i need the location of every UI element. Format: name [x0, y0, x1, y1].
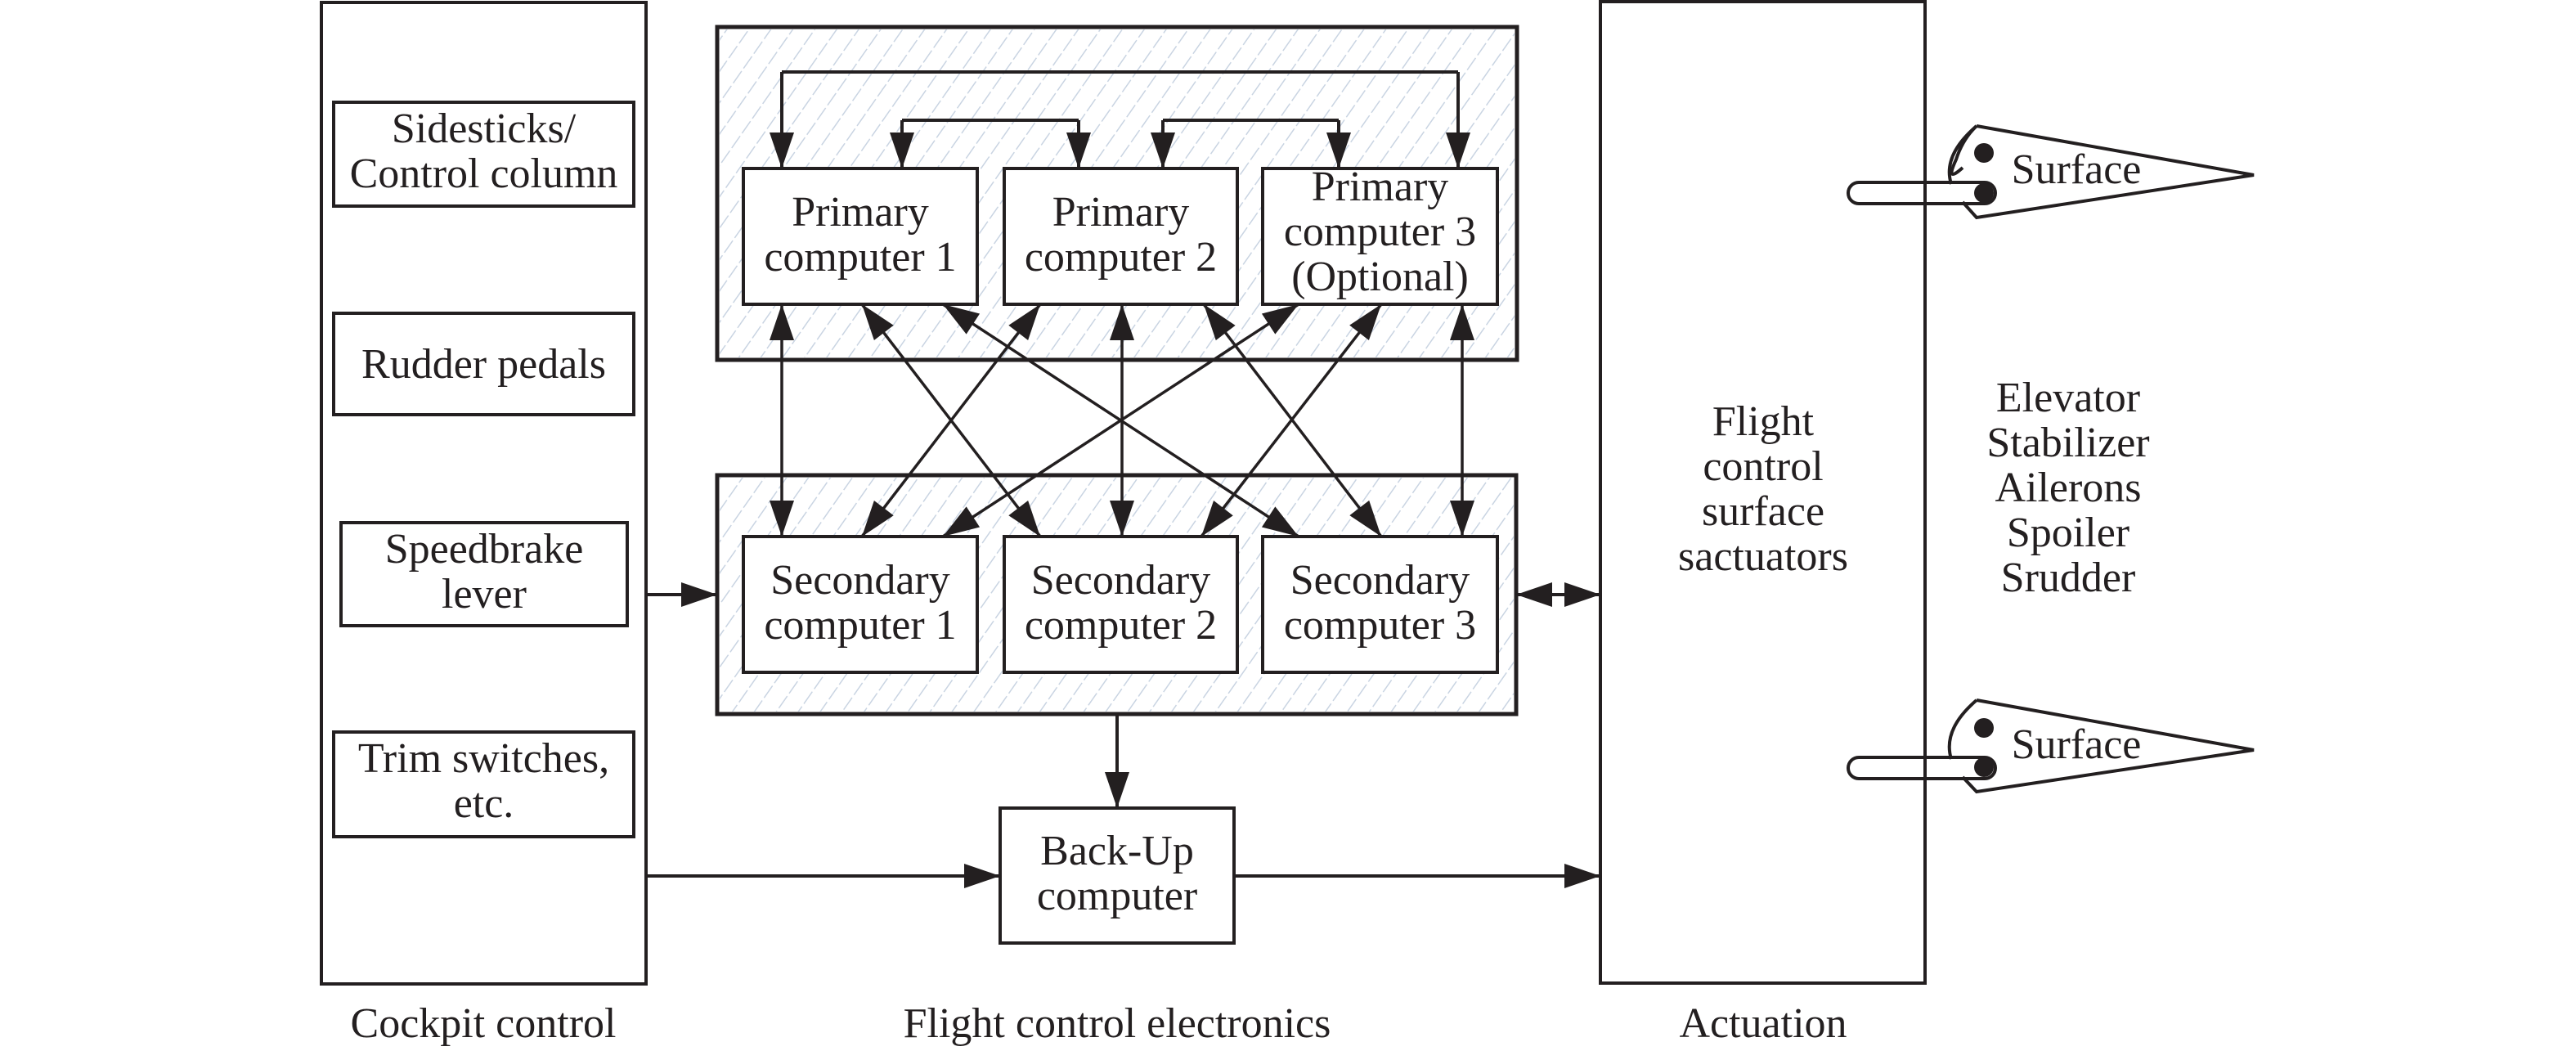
sidesticks-label-line2: Control column — [350, 150, 618, 197]
actuator-label-line4: sactuators — [1678, 533, 1848, 580]
actuator-label-line3: surface — [1702, 488, 1824, 535]
arrowhead-icon — [1110, 501, 1134, 537]
trim-switches-label-line1: Trim switches, — [358, 735, 609, 782]
primary-computer-1-line1: Primary — [792, 189, 929, 236]
arrowhead-icon — [770, 501, 794, 537]
secondary-computer-1-line1: Secondary — [770, 557, 949, 604]
arrowhead-icon — [943, 506, 981, 537]
arrowhead-icon — [964, 864, 1000, 888]
primary-computer-3-line3: (Optional) — [1291, 254, 1469, 300]
speedbrake-label-line2: lever — [442, 571, 527, 618]
backup-computer-line1: Back-Up — [1040, 828, 1194, 874]
section-title-actuation: Actuation — [1679, 1000, 1847, 1047]
primary-computer-2-line1: Primary — [1052, 189, 1190, 236]
link-p2-s1 — [860, 303, 1042, 538]
link-p3-s2 — [1200, 303, 1383, 538]
cockpit-item-rudder-pedals: Rudder pedals — [332, 312, 635, 416]
actuator-label: Flight control surface sactuators — [1678, 398, 1848, 580]
trim-switches-label-line2: etc. — [454, 780, 514, 827]
primary-computer-3-line1: Primary — [1312, 164, 1449, 210]
arrowhead-icon — [890, 132, 914, 168]
backup-computer-line2: computer — [1037, 873, 1197, 919]
cockpit-item-speedbrake: Speedbrake lever — [339, 521, 629, 627]
control-surface-icon: Surface — [1847, 698, 2255, 794]
backup-computer: Back-Up computer — [999, 806, 1236, 945]
surface-item-spoiler: Spoiler — [2007, 510, 2129, 556]
primary-computer-3: Primary computer 3 (Optional) — [1261, 164, 1499, 306]
arrowhead-icon — [1450, 304, 1474, 340]
control-surfaces-list: Elevator Stabilizer Ailerons Spoiler Sru… — [1986, 375, 2149, 601]
speedbrake-label-line1: Speedbrake — [385, 526, 584, 573]
arrowhead-icon — [1446, 132, 1470, 168]
arrowhead-icon — [681, 582, 717, 607]
arrowhead-icon — [1151, 132, 1175, 168]
arrowhead-icon — [1105, 772, 1129, 808]
arrowhead-icon — [1261, 506, 1299, 537]
arrowhead-icon — [1564, 864, 1600, 888]
primary-computer-3-line2: computer 3 — [1284, 209, 1476, 255]
primary-computer-1: Primary computer 1 — [742, 167, 979, 306]
secondary-computer-3-line2: computer 3 — [1284, 602, 1476, 649]
link-p3-s1 — [942, 303, 1299, 538]
arrowhead-icon — [1261, 304, 1299, 335]
actuator-label-line2: control — [1703, 443, 1823, 490]
surface-item-stabilizer: Stabilizer — [1986, 420, 2149, 466]
actuator-label-line1: Flight — [1712, 398, 1815, 445]
section-title-electronics: Flight control electronics — [904, 1000, 1331, 1047]
arrowhead-icon — [862, 500, 894, 537]
rudder-pedals-label: Rudder pedals — [361, 341, 606, 388]
arrowhead-icon — [770, 132, 794, 168]
sidesticks-label-line1: Sidesticks/ — [392, 106, 577, 152]
surface-item-elevator: Elevator — [1996, 375, 2140, 421]
arrowhead-icon — [1450, 501, 1474, 537]
secondary-computer-3-line1: Secondary — [1290, 557, 1470, 604]
arrowhead-icon — [1066, 132, 1091, 168]
section-title-cockpit: Cockpit control — [351, 1000, 617, 1047]
arrowhead-icon — [1110, 304, 1134, 340]
primary-computer-2: Primary computer 2 — [1003, 167, 1239, 306]
secondary-computer-2-line1: Secondary — [1031, 557, 1210, 604]
arrowhead-icon — [1349, 304, 1381, 340]
surface-label-top: Surface — [2012, 146, 2142, 193]
cockpit-item-trim-switches: Trim switches, etc. — [332, 730, 635, 838]
arrowhead-icon — [1564, 582, 1600, 607]
arrowhead-icon — [770, 304, 794, 340]
actuation-panel — [1599, 0, 1927, 985]
arrowhead-icon — [862, 304, 894, 341]
secondary-computer-1: Secondary computer 1 — [742, 535, 979, 674]
arrowhead-icon — [1326, 132, 1351, 168]
primary-computer-2-line2: computer 2 — [1025, 234, 1217, 281]
arrowhead-icon — [1008, 500, 1040, 537]
surface-item-ailerons: Ailerons — [1995, 465, 2141, 511]
arrowhead-icon — [1516, 582, 1552, 607]
arrowhead-icon — [943, 304, 981, 335]
connection-lines — [646, 70, 1600, 888]
primary-computer-1-line2: computer 1 — [764, 234, 956, 281]
secondary-computer-2-line2: computer 2 — [1025, 602, 1217, 649]
arrowhead-icon — [1008, 304, 1040, 341]
secondary-computer-2: Secondary computer 2 — [1003, 535, 1239, 674]
arrowhead-icon — [1204, 304, 1236, 341]
secondary-computer-3: Secondary computer 3 — [1261, 535, 1499, 674]
cockpit-item-sidesticks: Sidesticks/ Control column — [332, 101, 635, 208]
secondary-computer-1-line2: computer 1 — [764, 602, 956, 649]
arrowhead-icon — [1349, 500, 1381, 537]
control-surface-icon: Surface — [1847, 124, 2255, 220]
surface-label-bottom: Surface — [2012, 721, 2142, 768]
arrowhead-icon — [1201, 501, 1233, 537]
surface-item-srudder: Srudder — [2001, 555, 2136, 601]
